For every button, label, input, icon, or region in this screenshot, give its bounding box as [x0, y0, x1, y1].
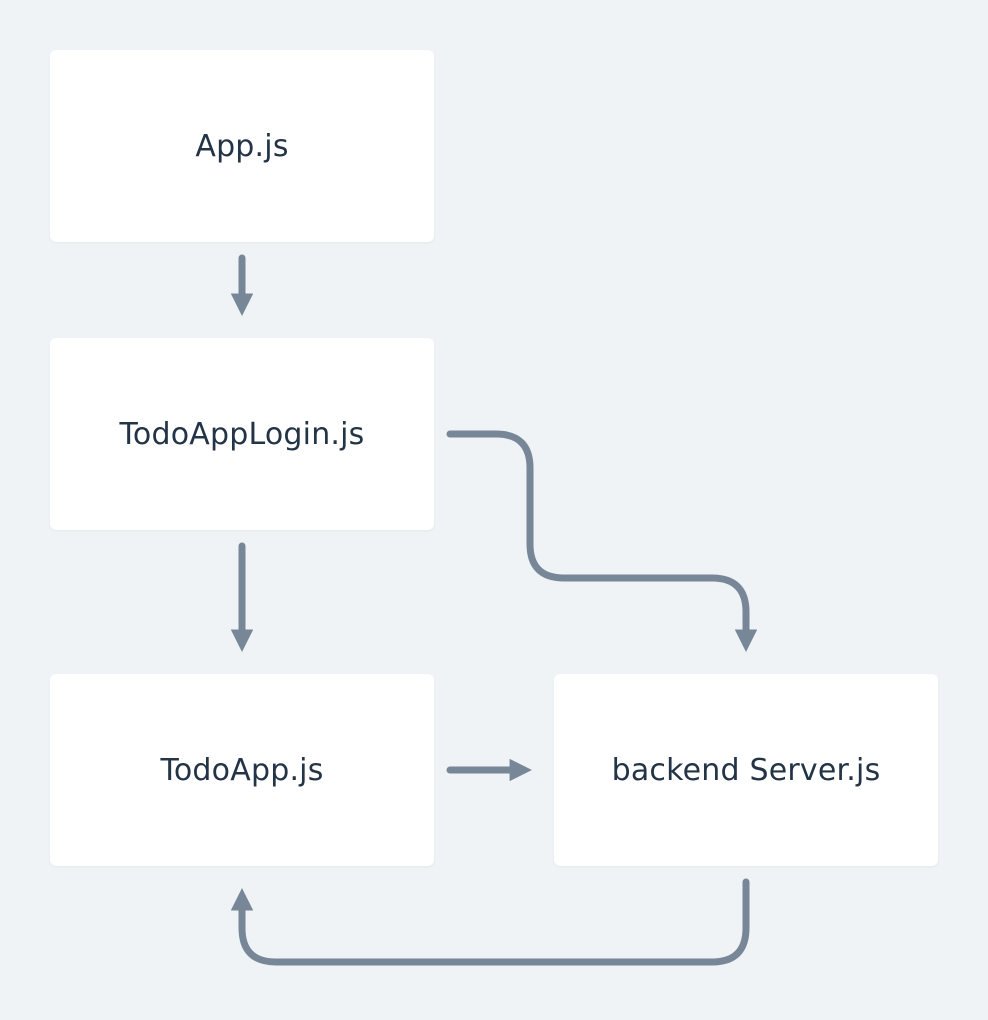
- node-todo-app-js: TodoApp.js: [50, 674, 434, 866]
- node-label-app-js: App.js: [195, 128, 289, 164]
- edge-server-to-todo: [230, 878, 750, 966]
- edge-login-to-server: [446, 430, 758, 652]
- node-label-backend-server-js: backend Server.js: [611, 752, 881, 788]
- node-todo-app-login-js: TodoAppLogin.js: [50, 338, 434, 530]
- node-label-todo-app-login-js: TodoAppLogin.js: [119, 416, 365, 452]
- node-backend-server-js: backend Server.js: [554, 674, 938, 866]
- node-label-todo-app-js: TodoApp.js: [160, 752, 324, 788]
- node-app-js: App.js: [50, 50, 434, 242]
